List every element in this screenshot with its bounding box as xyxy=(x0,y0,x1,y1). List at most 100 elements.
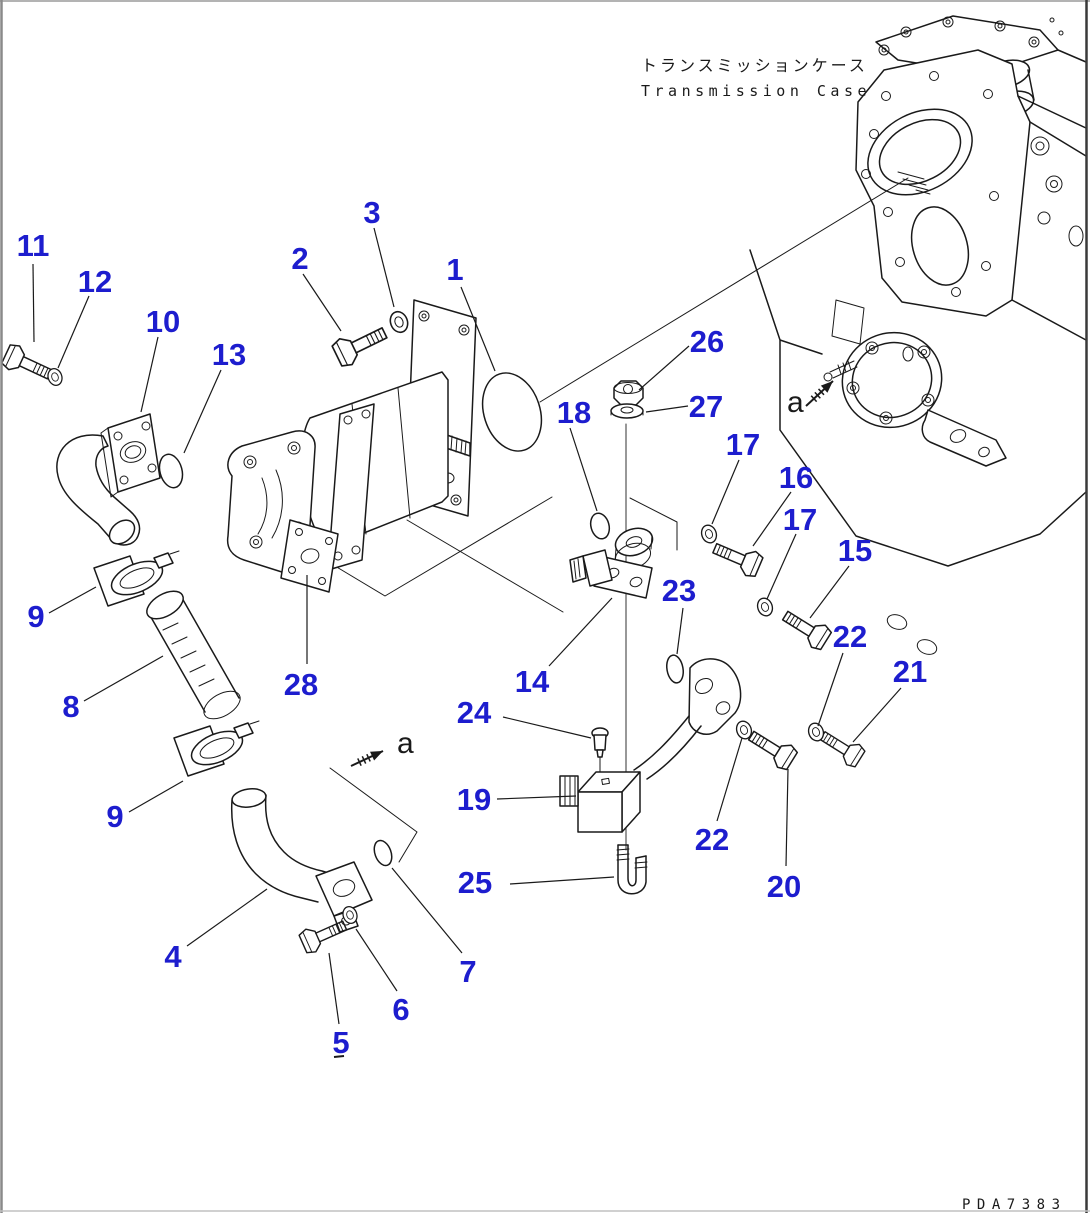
callout-4-23: 4 xyxy=(164,939,182,974)
callout-2-4: 2 xyxy=(291,241,308,276)
leader-line-18 xyxy=(569,427,598,512)
washer-27 xyxy=(610,403,644,419)
case-oval-opening xyxy=(910,206,970,286)
leader-line-8 xyxy=(83,655,164,702)
case-cover-bolts xyxy=(878,16,1064,56)
callout-25-18: 25 xyxy=(458,865,492,900)
bolt-20 xyxy=(743,723,800,773)
leader-line-27 xyxy=(645,405,689,413)
callout-15-13: 15 xyxy=(838,533,872,568)
callout-26-7: 26 xyxy=(690,324,724,359)
view-arrow-hatch xyxy=(814,391,821,399)
callout-20-30: 20 xyxy=(767,869,801,904)
leader-line-19 xyxy=(496,795,577,800)
leader-line-21 xyxy=(852,687,902,743)
leader-lines xyxy=(32,227,902,1058)
bolt-2 xyxy=(329,319,392,370)
elbow-joint-14 xyxy=(569,527,654,599)
hydraulic-pump-drawing xyxy=(226,299,477,593)
view-arrow-hatch xyxy=(357,758,362,766)
title-japanese: トランスミッションケース xyxy=(641,56,868,75)
title-english: Transmission Case xyxy=(641,82,871,100)
leader-line-12 xyxy=(57,295,90,369)
view-marker-label-0: a xyxy=(787,386,804,419)
flanged-arm-assembly xyxy=(633,658,742,780)
leader-line-25 xyxy=(509,876,615,885)
o-ring-1 xyxy=(481,372,543,452)
o-ring-7 xyxy=(373,839,393,867)
view-arrowhead-1 xyxy=(370,751,383,761)
callout-23-14: 23 xyxy=(662,573,696,608)
callout-9-22: 9 xyxy=(106,799,123,834)
callout-11-0: 11 xyxy=(17,228,50,263)
leader-line-22 xyxy=(716,737,743,822)
case-face-holes xyxy=(861,71,999,297)
callout-24-16: 24 xyxy=(457,695,492,730)
leader-line-13 xyxy=(183,369,222,454)
callout-16-11: 16 xyxy=(779,460,813,495)
callout-numbers: 1112101323126271817161715231424192528989… xyxy=(17,195,928,1060)
leader-line-2 xyxy=(302,273,342,332)
view-arrow-hatch xyxy=(810,395,818,403)
leader-line-6 xyxy=(355,928,398,992)
pump-bore xyxy=(867,108,973,196)
washer-22b xyxy=(733,718,755,742)
leader-line-4 xyxy=(186,888,268,947)
callout-9-20: 9 xyxy=(27,599,44,634)
leader-line-11 xyxy=(32,263,35,343)
callout-14-15: 14 xyxy=(515,664,550,699)
callout-17-12: 17 xyxy=(783,502,817,537)
nut-26 xyxy=(613,380,644,406)
leader-line-17 xyxy=(766,533,797,600)
leader-line-9 xyxy=(48,586,97,614)
transmission-case-drawing xyxy=(539,15,1087,655)
bolt-11 xyxy=(0,341,56,387)
leader-line-26 xyxy=(638,345,690,391)
leader-line-16 xyxy=(752,491,792,547)
leader-line-22 xyxy=(817,652,844,727)
callout-8-21: 8 xyxy=(62,689,79,724)
view-arrowhead-0 xyxy=(820,381,833,393)
leader-line-5 xyxy=(328,952,340,1025)
leader-line-10 xyxy=(140,336,159,413)
elbow-hose-flange-10 xyxy=(56,413,161,546)
washer-17a xyxy=(698,522,720,546)
flex-hose-8 xyxy=(146,590,241,720)
leader-line-23 xyxy=(676,607,684,655)
leader-line-3 xyxy=(373,227,395,308)
o-ring-23 xyxy=(666,654,684,684)
view-arrow-hatch xyxy=(817,388,825,396)
callout-5-24: 5 xyxy=(332,1025,349,1060)
washer-3 xyxy=(386,308,412,336)
washer-12 xyxy=(45,366,65,388)
drawing-code: PDA7383 xyxy=(962,1197,1067,1213)
leader-line-1 xyxy=(460,286,496,372)
leader-line-15 xyxy=(809,565,850,619)
pto-round-cover xyxy=(841,331,1007,467)
callout-7-26: 7 xyxy=(459,954,476,989)
callout-10-2: 10 xyxy=(146,304,180,339)
callout-28-19: 28 xyxy=(284,667,318,702)
leader-line-9 xyxy=(128,780,184,813)
callout-21-28: 21 xyxy=(893,654,927,689)
callout-6-25: 6 xyxy=(392,992,409,1027)
u-tube-25 xyxy=(616,844,648,895)
section-a-hatched-bolt xyxy=(823,360,858,382)
view-arrow-hatch xyxy=(361,755,367,764)
elbow-block-19 xyxy=(559,771,641,833)
leader-line-14 xyxy=(548,597,613,667)
callout-18-9: 18 xyxy=(557,395,591,430)
callout-22-29: 22 xyxy=(695,822,729,857)
leader-line-24 xyxy=(502,716,592,739)
view-markers: aa xyxy=(350,380,834,767)
callout-tick-5 xyxy=(333,1055,345,1058)
case-side-ports xyxy=(1030,136,1084,247)
o-rings xyxy=(158,372,684,867)
callout-3-5: 3 xyxy=(363,195,380,230)
callout-1-6: 1 xyxy=(446,252,463,287)
callout-17-10: 17 xyxy=(726,427,760,462)
leader-line-20 xyxy=(785,768,789,867)
